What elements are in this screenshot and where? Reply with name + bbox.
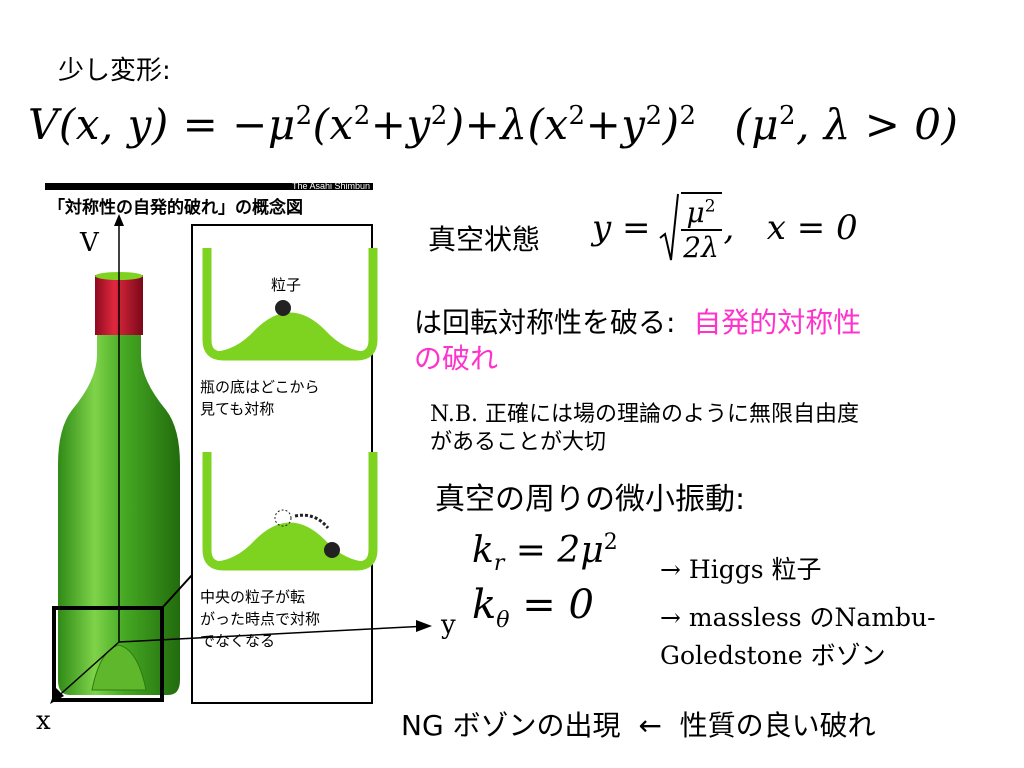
v-axis-arrowhead [114,214,124,226]
eq-sup: 2 [645,101,663,131]
y-axis [118,625,429,643]
kr-k: k [472,530,494,571]
zoom-box [52,606,164,702]
particle-ball [275,300,291,316]
particle-ghost [274,509,292,527]
well-broken [202,452,378,571]
eq-lhs: V(x, y) = [28,100,219,149]
x-axis-arrowhead [50,688,64,704]
kt-eq: = 0 [509,582,594,628]
particle-ball [324,542,340,558]
kr-sub: r [493,551,505,577]
eq-plus2: +y [585,100,646,149]
x-axis [53,641,120,701]
vacuum-x: , x = 0 [723,208,858,248]
fraction-denominator: 2λ [683,231,719,264]
figure-source: The Asahi Shimbun [292,181,370,191]
caption-bottom-line2: がった時点で対称 [200,610,320,628]
caption-top-line2: 見ても対称 [200,400,274,418]
kr-eq: = 2μ [504,530,604,571]
eq-cond-open: (μ [734,100,780,149]
eq-close1: ) [447,100,465,149]
axis-label-x: x [36,706,51,736]
y-axis-arrowhead [416,620,432,632]
breaking-plain: は回転対称性を破る: [414,306,694,339]
sqrt-expression: μ2 2λ [658,192,724,264]
eq-close2: ) [662,100,680,149]
sqrt-sign-icon [658,193,679,261]
eq-cond-rest: , λ > 0) [796,100,959,149]
bottom-conclusion: NG ボゾンの出現 ← 性質の良い破れ [401,709,876,742]
ng-result-line1: → massless のNambu- [660,603,936,632]
axis-label-v: V [80,228,99,258]
bottle-figure: The Asahi Shimbun 「対称性の自発的破れ」の概念図 粒子 瓶の底… [45,181,432,704]
ktheta-equation: kθ = 0 [472,582,594,633]
num-sup: 2 [704,196,716,217]
caption-top-line1: 瓶の底はどこから [200,378,320,396]
breaking-line1: は回転対称性を破る: 自発的対称性 [414,301,861,341]
kt-k: k [472,582,497,628]
vacuum-y: y = [592,208,651,248]
eq-sup: 2 [353,101,371,131]
higgs-result: → Higgs 粒子 [660,555,822,584]
fraction-numerator: μ2 [680,196,722,231]
vacuum-label: 真空状態 [428,223,541,256]
breaking-pink: 自発的対称性 [693,306,862,339]
eq-lambda-term: +λ(x [464,100,569,149]
sqrt-fraction: μ2 2λ [680,192,722,264]
kr-equation: kr = 2μ2 [472,530,618,576]
particle-label: 粒子 [271,276,301,294]
nb-text1: 正確には場の理論のように無限自由度 [478,402,859,427]
eq-sup: 2 [295,101,313,131]
well-hump [210,312,370,352]
caption-bottom-line1: 中央の粒子が転 [200,588,305,606]
figure-top-band [45,183,373,190]
oscillation-heading: 真空の周りの微小振動: [435,482,746,517]
eq-mu-term: −μ [232,100,296,149]
well-wall [202,452,378,571]
well-symmetric: 粒子 [202,248,378,361]
bottle-punt [91,644,147,691]
figure-title: 「対称性の自発的破れ」の概念図 [48,197,303,218]
nb-line2: があることが大切 [430,430,607,455]
eq-plus1: +y [370,100,431,149]
num-mu: μ [686,196,705,229]
eq-sup: 2 [679,101,697,131]
nb-line1: N.B. 正確には場の理論のように無限自由度 [430,396,859,428]
vacuum-equation: y = μ2 2λ , x = 0 [592,192,858,264]
zoom-connector [161,574,193,609]
breaking-line2: の破れ [414,342,499,375]
slide-heading: 少し変形: [58,56,171,86]
kt-sub: θ [496,608,510,633]
eq-open1: (x [312,100,354,149]
nb-prefix: N.B. [430,402,478,427]
eq-sup: 2 [568,101,586,131]
eq-sup: 2 [779,101,797,131]
axis-label-y: y [441,610,456,640]
well-wall [202,248,378,361]
ng-result-line2: Goledstone ボゾン [660,641,886,670]
eq-sup: 2 [430,101,448,131]
potential-equation: V(x, y) = −μ2(x2+y2)+λ(x2+y2)2 (μ2, λ > … [28,100,958,149]
kr-sup: 2 [603,530,618,555]
